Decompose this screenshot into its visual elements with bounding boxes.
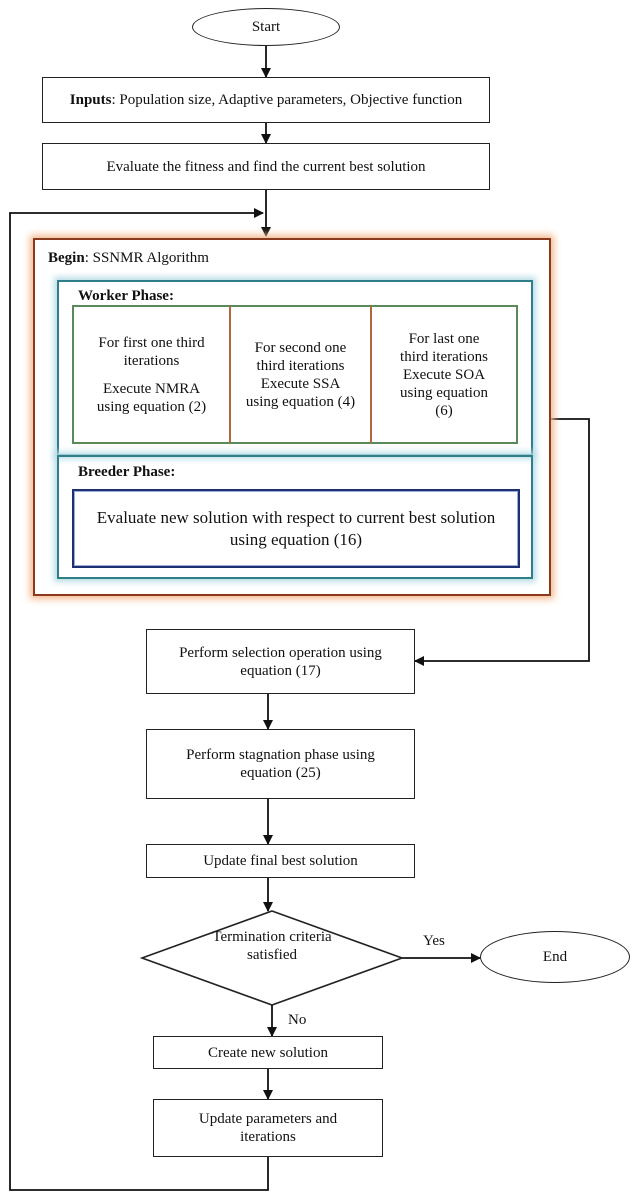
arrow-worker-selection — [414, 418, 590, 666]
worker-phase-label: Worker Phase: — [78, 288, 174, 304]
update-best-box: Update final best solution — [146, 844, 415, 878]
inputs-text: Inputs: Population size, Adaptive parame… — [49, 91, 483, 109]
breeder-evaluate-box: Evaluate new solution with respect to cu… — [72, 489, 520, 568]
update-best-label: Update final best solution — [203, 853, 358, 869]
yes-label-wrap: Yes — [423, 932, 445, 950]
decision-label: Termination criteria satisfied — [212, 929, 332, 963]
breeder-evaluate-label: Evaluate new solution with respect to cu… — [96, 507, 496, 549]
selection-label: Perform selection operation using equati… — [179, 644, 382, 679]
begin-label: Begin — [48, 250, 85, 266]
worker-phase-heading: Worker Phase: — [78, 287, 174, 305]
worker-column-soa: For last one third iterations Execute SO… — [372, 305, 518, 444]
inputs-desc: : Population size, Adaptive parameters, … — [111, 92, 463, 108]
selection-box: Perform selection operation using equati… — [146, 629, 415, 694]
no-label-wrap: No — [288, 1011, 306, 1029]
end-label: End — [542, 949, 568, 965]
col3-line1: For last one third iterations — [400, 330, 488, 365]
col2-line2: Execute SSA using equation (4) — [245, 375, 356, 410]
start-node: Start — [192, 8, 340, 46]
create-solution-box: Create new solution — [153, 1036, 383, 1069]
update-params-box: Update parameters and iterations — [153, 1099, 383, 1157]
create-solution-label: Create new solution — [208, 1044, 328, 1061]
begin-heading: Begin: SSNMR Algorithm — [48, 249, 209, 267]
evaluate-box: Evaluate the fitness and find the curren… — [42, 143, 490, 190]
decision-text: Termination criteria satisfied — [202, 928, 342, 964]
breeder-phase-frame — [57, 455, 533, 579]
inputs-label: Inputs — [69, 92, 112, 108]
update-params-label: Update parameters and iterations — [198, 1111, 338, 1145]
col1-line1: For first one third iterations — [98, 334, 205, 369]
start-label: Start — [251, 19, 281, 35]
decision-diamond — [139, 910, 405, 1006]
stagnation-box: Perform stagnation phase using equation … — [146, 729, 415, 799]
col1-line2: Execute NMRA using equation (2) — [96, 380, 207, 415]
end-node: End — [480, 931, 630, 983]
col3-line2: Execute SOA using equation (6) — [400, 366, 488, 419]
breeder-phase-heading: Breeder Phase: — [78, 463, 175, 481]
worker-column-ssa: For second one third iterations Execute … — [231, 305, 372, 444]
arrow-loop-back — [9, 208, 269, 1191]
evaluate-label: Evaluate the fitness and find the curren… — [106, 158, 426, 175]
breeder-phase-label: Breeder Phase: — [78, 464, 176, 480]
stagnation-label: Perform stagnation phase using equation … — [186, 747, 375, 781]
inputs-box: Inputs: Population size, Adaptive parame… — [42, 77, 490, 123]
no-label: No — [288, 1012, 307, 1028]
begin-text: : SSNMR Algorithm — [84, 250, 209, 266]
worker-column-nmra: For first one third iterations Execute N… — [72, 305, 231, 444]
col2-line1: For second one third iterations — [254, 339, 347, 374]
yes-label: Yes — [423, 933, 445, 949]
ssnmr-algorithm-frame — [33, 238, 551, 596]
